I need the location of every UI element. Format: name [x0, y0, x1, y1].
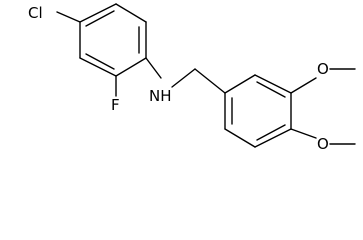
bond — [254, 128, 292, 148]
structural-formula: Cl F NH O O — [28, 3, 356, 153]
amine-label: NH — [149, 87, 172, 105]
bond — [79, 3, 117, 23]
double-bond-inner — [85, 53, 115, 70]
double-bond-inner — [256, 81, 286, 98]
dimethoxy-phenyl-ring — [224, 74, 292, 148]
bond-ring-to-methoxy-bottom — [290, 128, 317, 139]
methoxy-oxygen-bottom-label: O — [317, 135, 329, 153]
bond-ring-to-methoxy-top — [290, 77, 317, 94]
fluorine-label: F — [111, 96, 120, 114]
bond — [115, 57, 147, 77]
bond-ring-to-amine — [145, 57, 162, 79]
bond-methylene-to-ring — [194, 68, 226, 94]
chloro-fluoro-phenyl-ring — [79, 3, 147, 77]
bond — [79, 57, 117, 77]
chlorine-label: Cl — [28, 4, 43, 22]
bond — [224, 128, 256, 148]
bond — [115, 3, 147, 23]
bond — [224, 74, 256, 94]
bond-ring-to-chlorine — [56, 11, 81, 23]
bond — [254, 74, 292, 94]
double-bond-inner — [256, 124, 286, 141]
bond-amine-to-methylene — [171, 68, 196, 88]
methoxy-oxygen-top-label: O — [317, 60, 329, 78]
double-bond-inner — [85, 10, 115, 27]
